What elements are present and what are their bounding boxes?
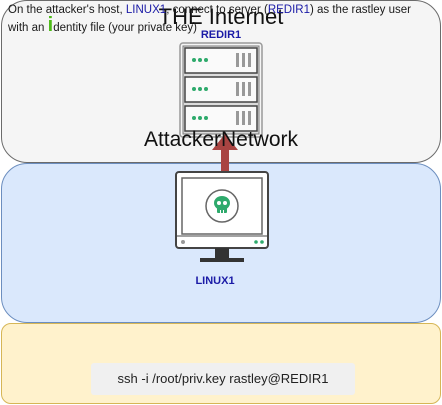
command-box: ssh -i /root/priv.key rastley@REDIR1: [91, 363, 355, 395]
instruction-text: On the attacker's host, LINUX1, connect …: [8, 1, 433, 37]
note-server: REDIR1: [267, 4, 310, 16]
note-text-1: On the attacker's host,: [8, 4, 126, 16]
attacker-network-title: AttackerNetwork: [143, 128, 299, 151]
internet-title: THE Internet: [158, 4, 284, 29]
note-big-i: i: [47, 14, 54, 36]
note-text-4: dentity file (your private key): [53, 22, 198, 34]
note-text-3: ) as the rastley user with an: [8, 4, 411, 34]
monitor-icon: [175, 171, 269, 262]
server-label: REDIR1: [200, 29, 242, 41]
note-text-2: , connect to server (: [166, 4, 268, 16]
note-host: LINUX1: [125, 4, 167, 16]
server-rack-icon: [179, 42, 263, 138]
workstation-label: LINUX1: [195, 275, 235, 287]
arrow-up-icon: [212, 134, 238, 176]
skull-icon: [205, 189, 239, 223]
